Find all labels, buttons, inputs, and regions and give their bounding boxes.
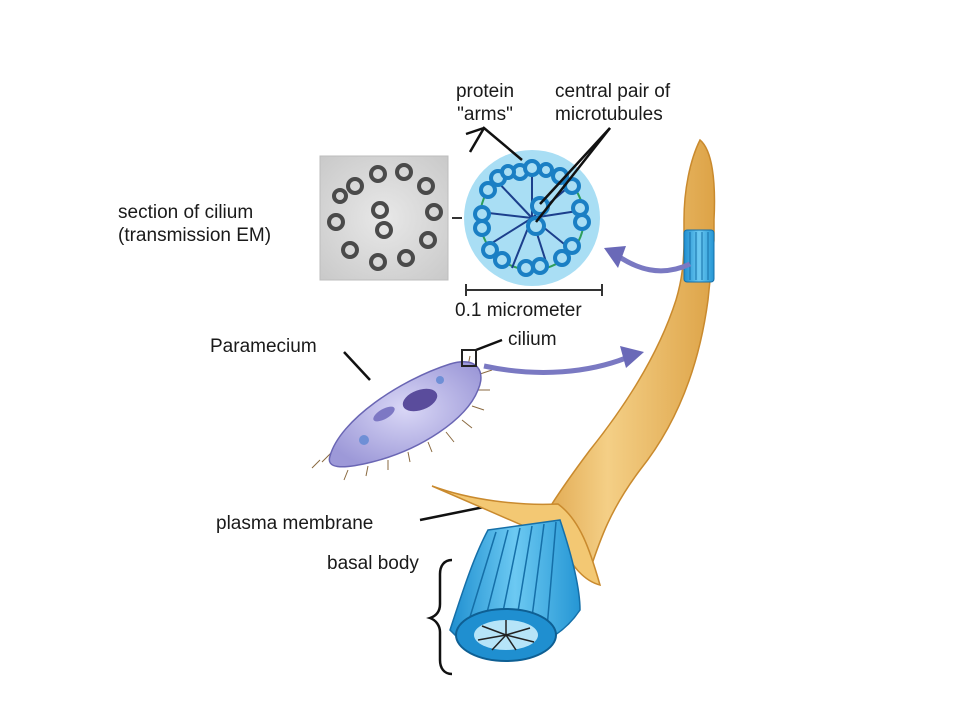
central-pair-line-2: microtubules [555,104,663,125]
section-line-1: section of cilium [118,202,254,223]
scale-bar-label: 0.1 micrometer [455,300,582,321]
basal-body [426,485,602,676]
em-micrograph [319,155,462,281]
scale-bar [465,284,603,296]
cilium-label: cilium [508,329,557,350]
protein-arms-label: protein "arms" [439,80,531,126]
plasma-membrane-label: plasma membrane [216,513,374,534]
paramecium-label: Paramecium [210,336,317,357]
central-pair-line-1: central pair of [555,81,671,102]
cilium-cross-section [464,150,603,296]
central-pair-label: central pair of microtubules [555,80,670,126]
protein-arms-line-2: "arms" [457,104,513,125]
section-of-cilium-label: section of cilium (transmission EM) [118,201,271,247]
section-line-2: (transmission EM) [118,225,272,246]
paramecium-illustration [311,349,493,481]
zoom-arrows [483,246,692,375]
basal-body-label: basal body [327,553,419,574]
protein-arms-line-1: protein [455,81,515,102]
